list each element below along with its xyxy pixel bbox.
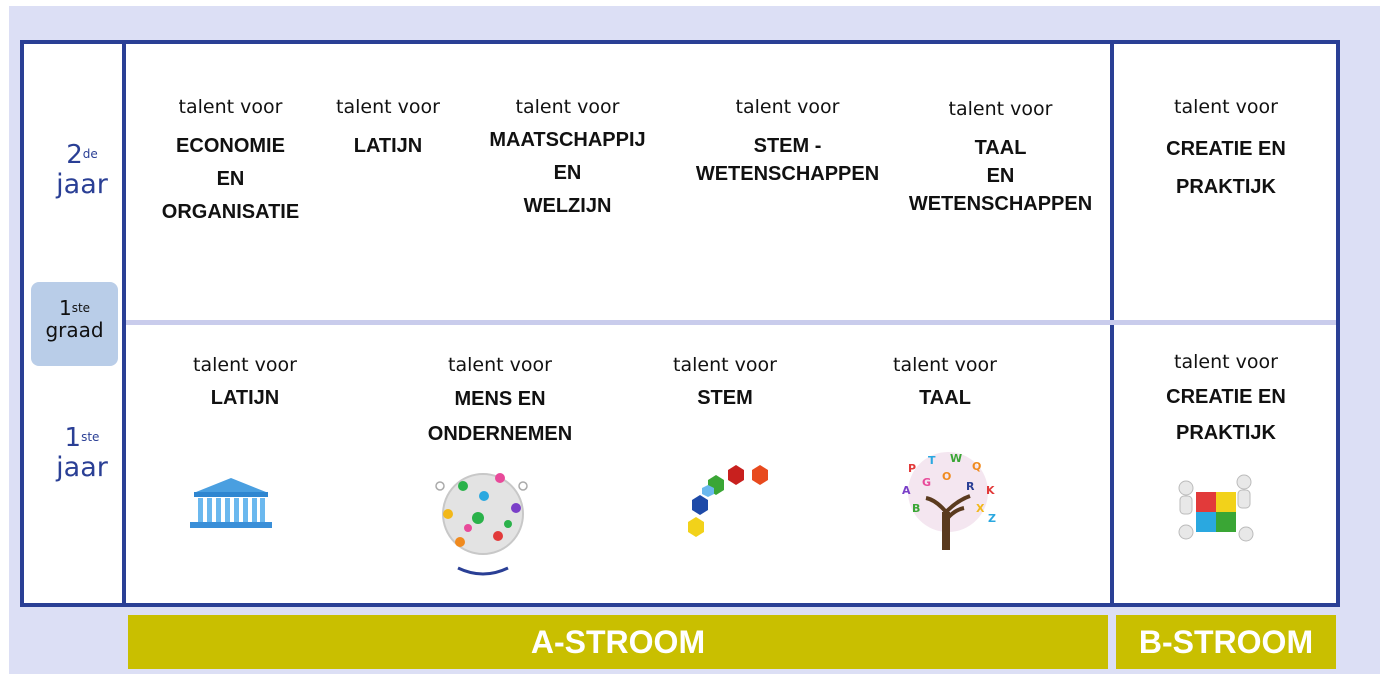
cell-taal: talent voor TAAL [870,354,1020,415]
cell-label: talent voor [178,96,283,118]
cell-taal-wetenschappen: talent voor TAAL EN WETENSCHAPPEN [893,98,1108,218]
hexagon-molecule-icon [688,465,768,537]
cell-creatie-praktijk-1: talent voor CREATIE EN PRAKTIJK [1136,351,1316,451]
svg-text:T: T [928,454,936,467]
cell-subject: LATIJN [353,135,423,157]
svg-text:G: G [922,476,931,489]
cell-creatie-praktijk-2: talent voor CREATIE EN PRAKTIJK [1116,96,1336,206]
cell-subject: CREATIE EN PRAKTIJK [1166,138,1286,198]
graad-badge: 1ste graad [31,282,118,366]
divider-year-rows [126,320,1336,325]
puzzle-people-icon [1178,474,1254,542]
cell-label: talent voor [448,354,552,376]
cell-latijn-2: talent voor LATIJN [322,96,454,163]
svg-text:X: X [976,502,985,515]
svg-text:O: O [942,470,951,483]
cell-stem: talent voor STEM [650,354,800,415]
globe-people-icon [435,473,528,576]
cell-subject: LATIJN [210,387,280,409]
cell-label: talent voor [336,96,440,118]
cell-label: talent voor [673,354,777,376]
cell-label: talent voor [948,98,1053,120]
svg-text:A: A [902,484,911,497]
b-stroom-bar: B-STROOM [1116,615,1336,669]
cell-label: talent voor [735,96,840,118]
cell-maatschappij-welzijn: talent voor MAATSCHAPPIJ EN WELZIJN [470,96,665,223]
cell-economie-organisatie: talent voor ECONOMIE EN ORGANISATIE [133,96,328,229]
cell-subject: STEM [697,387,753,409]
a-stroom-bar: A-STROOM [128,615,1108,669]
b-stroom-label: B-STROOM [1138,623,1314,660]
svg-text:Q: Q [972,460,981,473]
cell-subject: MENS EN ONDERNEMEN [427,388,573,445]
cell-label: talent voor [515,96,620,118]
divider-years [122,40,126,607]
svg-text:W: W [950,452,962,465]
cell-mens-ondernemen: talent voor MENS EN ONDERNEMEN [400,354,600,452]
cell-label: talent voor [893,354,997,376]
cell-label: talent voor [1174,96,1278,118]
svg-text:Z: Z [988,512,996,525]
greek-temple-icon [190,478,272,528]
cell-label: talent voor [1174,351,1278,373]
cell-subject: MAATSCHAPPIJ EN WELZIJN [489,129,646,217]
svg-text:R: R [966,480,975,493]
svg-text:P: P [908,462,916,475]
cell-subject: ECONOMIE EN ORGANISATIE [161,135,300,223]
cell-stem-wetenschappen: talent voor STEM - WETENSCHAPPEN [680,96,895,188]
cell-latijn-1: talent voor LATIJN [170,354,320,415]
cell-subject: TAAL [919,387,971,409]
cell-subject: CREATIE EN PRAKTIJK [1166,386,1286,444]
cell-label: talent voor [193,354,297,376]
year-2-label: 2de jaar [56,140,108,200]
cell-subject: STEM - WETENSCHAPPEN [695,135,880,185]
a-stroom-label: A-STROOM [530,623,706,660]
svg-text:K: K [986,484,995,497]
svg-text:B: B [912,502,920,515]
cell-subject: TAAL EN WETENSCHAPPEN [908,137,1093,215]
year-1-label: 1ste jaar [56,423,108,483]
